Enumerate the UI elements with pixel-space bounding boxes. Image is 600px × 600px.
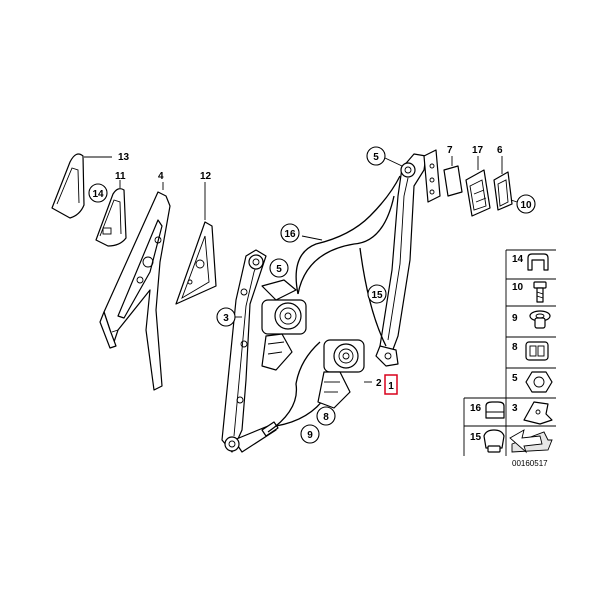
clip-icon <box>527 253 549 271</box>
legend-15-label: 15 <box>470 432 482 443</box>
callout-14-label: 14 <box>92 189 104 200</box>
callout-15-main-label: 15 <box>371 290 383 301</box>
callout-10-top-label: 10 <box>520 200 532 211</box>
callout-12-label: 12 <box>200 171 212 182</box>
callout-14-left: 14 <box>88 183 108 203</box>
callout-8-label: 8 <box>323 412 329 423</box>
legend-3-label: 3 <box>512 403 518 414</box>
part-3-regulator-frame[interactable] <box>221 249 279 453</box>
legend-16-label: 16 <box>470 403 482 414</box>
cable-clip-icon <box>485 401 505 419</box>
screw-icon <box>533 281 547 303</box>
callout-5-mid-label: 5 <box>276 264 282 275</box>
callout-9-main: 9 <box>300 424 320 444</box>
callout-3: 3 <box>216 307 242 327</box>
callout-10-top: 10 <box>510 194 536 214</box>
callout-15-main: 15 <box>367 284 387 304</box>
callout-5-mid: 5 <box>269 258 289 278</box>
part-1-guide-rail[interactable] <box>375 149 441 367</box>
part-6-bracket[interactable] <box>493 156 513 211</box>
callout-3-label: 3 <box>223 313 229 324</box>
callout-1[interactable]: 1 <box>384 374 398 395</box>
callout-16: 16 <box>280 223 300 243</box>
callout-16-label: 16 <box>284 229 296 240</box>
part-4-frame[interactable] <box>99 182 171 391</box>
callout-5-top-label: 5 <box>373 152 379 163</box>
nut-icon <box>525 371 553 393</box>
legend-5-label: 5 <box>512 373 518 384</box>
callout-5-top: 5 <box>366 146 403 167</box>
part-13-cover[interactable] <box>51 153 112 219</box>
grommet-icon <box>483 429 505 453</box>
bracket-icon <box>523 401 553 425</box>
part-11-trim[interactable] <box>95 180 127 247</box>
part-2-motor-lower[interactable] <box>317 339 372 409</box>
part-motor-upper[interactable] <box>261 279 307 371</box>
regulator-cables <box>267 175 401 433</box>
callout-4-label: 4 <box>158 171 164 182</box>
part-12-panel[interactable] <box>175 182 217 305</box>
callout-1-label: 1 <box>388 381 394 392</box>
legend-14-label: 14 <box>512 254 524 265</box>
connector-icon <box>525 341 549 361</box>
legend-10-label: 10 <box>512 282 524 293</box>
callout-7-label: 7 <box>447 145 453 156</box>
highlight-box <box>384 374 398 395</box>
callout-11-label: 11 <box>115 171 126 182</box>
diagram-code: 00160517 <box>512 459 548 468</box>
callout-9-main-label: 9 <box>307 430 313 441</box>
part-17-plate[interactable] <box>465 156 491 217</box>
callout-6-label: 6 <box>497 145 503 156</box>
legend-9-label: 9 <box>512 313 518 324</box>
direction-arrow-icon <box>509 429 553 454</box>
callout-17-label: 17 <box>472 145 484 156</box>
rivet-icon <box>529 310 551 329</box>
callout-2-label: 2 <box>376 378 382 389</box>
callout-13-label: 13 <box>118 152 130 163</box>
legend-8-label: 8 <box>512 342 518 353</box>
hardware-legend: 14 10 9 8 5 3 <box>463 249 556 456</box>
callout-8: 8 <box>316 406 336 426</box>
part-7-pad[interactable] <box>443 156 463 197</box>
